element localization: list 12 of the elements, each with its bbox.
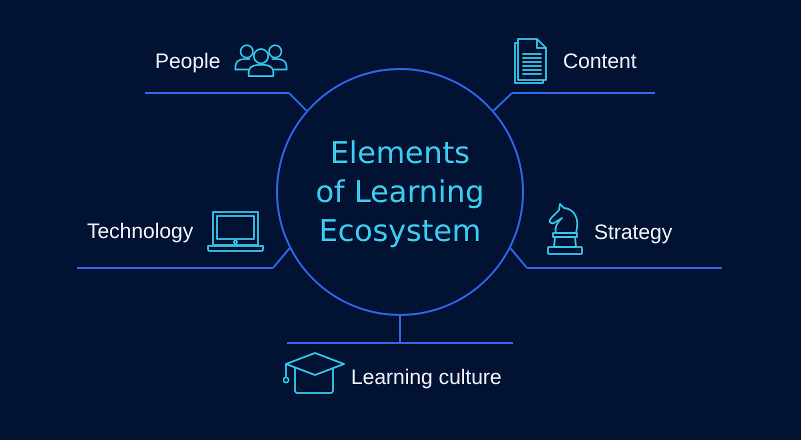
connector-line bbox=[510, 248, 528, 269]
connector-line bbox=[288, 92, 308, 112]
connector-line bbox=[272, 248, 290, 269]
connector-line bbox=[492, 92, 513, 112]
topic-label: Technology bbox=[87, 219, 194, 245]
connector-line bbox=[399, 316, 401, 342]
hub-title: Elements of Learning Ecosystem bbox=[314, 134, 486, 250]
topic-label: Strategy bbox=[594, 220, 672, 246]
topic-label: Content bbox=[563, 49, 637, 75]
topic-label: People bbox=[155, 49, 220, 75]
topic-label: Learning culture bbox=[351, 365, 502, 391]
hub-circle bbox=[276, 68, 524, 316]
